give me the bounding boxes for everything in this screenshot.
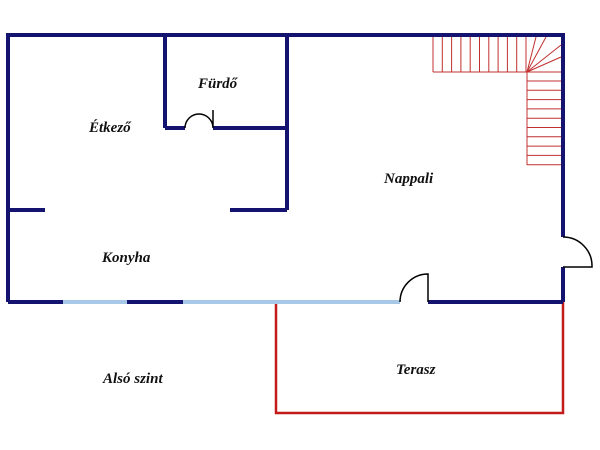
terrace-outline [274, 302, 565, 415]
room-label-furdo: Fürdő [197, 76, 239, 92]
doors [184, 110, 593, 303]
room-label-nappali: Nappali [383, 171, 434, 187]
entrance-door [562, 236, 593, 268]
terrace-door [399, 273, 429, 303]
room-label-etkezo: Étkező [88, 119, 132, 136]
stair-step [526, 44, 562, 73]
bathroom-door [184, 110, 214, 129]
stair-step [526, 56, 562, 73]
stairs [432, 36, 563, 166]
room-label-terasz: Terasz [396, 362, 436, 378]
stair-step [526, 36, 547, 73]
room-label-konyha: Konyha [101, 250, 151, 266]
level-label: Alsó szint [102, 371, 163, 387]
walls [6, 33, 565, 304]
stair-step [526, 36, 537, 73]
